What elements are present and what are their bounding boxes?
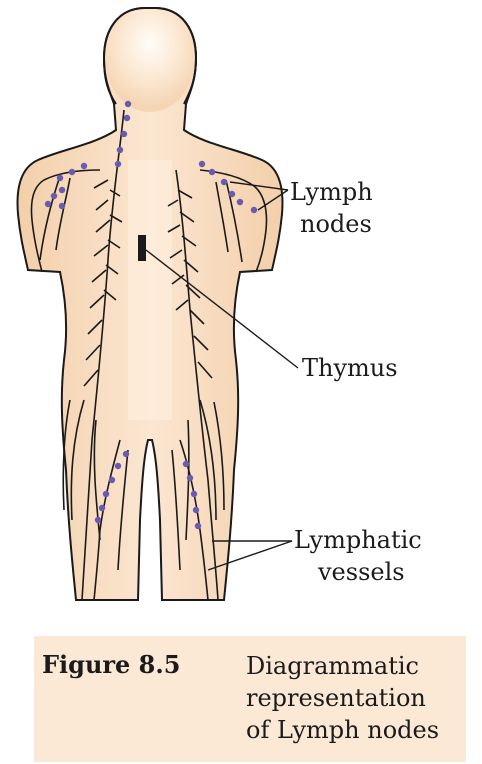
lymph-node [192,506,200,514]
label-lymphatic-vessels: Lymphatic vessels [294,524,422,588]
lymph-node [190,490,198,498]
lymph-node [68,168,76,176]
lymph-node [58,202,66,210]
lymph-node [220,178,228,186]
label-lymph-nodes: Lymph nodes [290,176,373,240]
label-lymphatic-vessels-line-2: vessels [318,558,405,586]
caption-line-2: representation [246,684,426,712]
lymphatic-vessels-left [30,109,129,601]
caption-line-1: Diagrammatic [246,652,419,680]
lymph-node [102,490,110,498]
thymus-organ [138,235,146,261]
back-midline [128,160,172,420]
lymph-node [116,146,124,154]
figure-caption-text: Diagrammatic representation of Lymph nod… [246,650,439,746]
lymph-node [94,516,102,524]
label-thymus: Thymus [302,354,398,382]
lymph-node [186,474,194,482]
lymph-node [208,168,216,176]
lymph-node [56,174,64,182]
head-outline [102,7,198,105]
lymph-node [108,476,116,484]
label-lymph-nodes-line-1: Lymph [290,178,373,206]
lymph-node [123,114,131,122]
lymph-node [120,130,128,138]
lymph-node [228,190,236,198]
lymph-node [44,200,52,208]
lymph-node-dots [44,100,258,530]
lymph-node [236,198,244,206]
leader-lymph-nodes-2 [257,189,289,211]
figure-number: Figure 8.5 [42,650,181,679]
lymph-node [114,160,122,168]
lymph-node [114,462,122,470]
caption-line-3: of Lymph nodes [246,716,440,744]
head [106,8,194,112]
figure-caption: Figure 8.5 Diagrammatic representation o… [34,636,466,762]
lymph-node [194,522,202,530]
label-lymph-nodes-line-2: nodes [300,210,372,238]
lymph-node [124,100,132,108]
lymph-node [98,504,106,512]
leader-lines [145,181,299,571]
lymph-node [50,192,58,200]
leader-lymph-nodes-1 [229,181,289,191]
lymph-node [58,186,66,194]
lymph-node [182,460,190,468]
lymph-node [122,450,130,458]
leader-lymphatic-2 [207,540,293,571]
lymph-node [80,162,88,170]
label-lymphatic-vessels-line-1: Lymphatic [294,526,422,554]
lymph-node [198,160,206,168]
leader-thymus [145,249,299,369]
lymph-node [250,206,258,214]
lymphatic-system-diagram [16,7,299,601]
